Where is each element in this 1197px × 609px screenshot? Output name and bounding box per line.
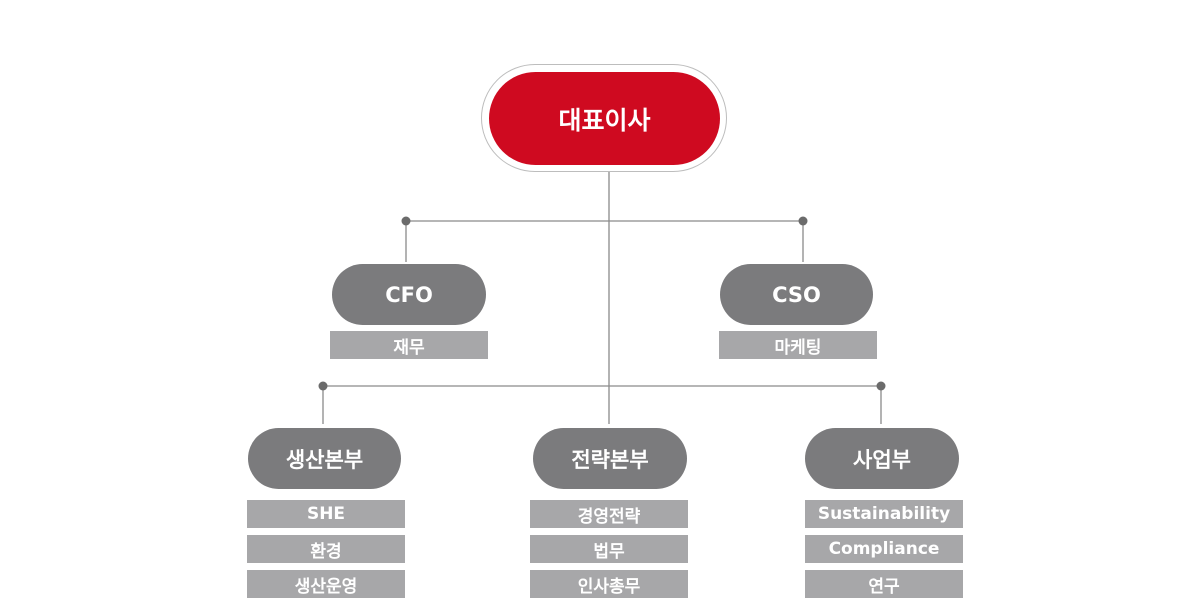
cso-tag-marketing: 마케팅 bbox=[719, 331, 877, 359]
cfo-node: CFO bbox=[332, 264, 486, 325]
production-tag-operations: 생산운영 bbox=[247, 570, 405, 598]
production-tag-she: SHE bbox=[247, 500, 405, 528]
strategy-tag-hr: 인사총무 bbox=[530, 570, 688, 598]
business-tag-research: 연구 bbox=[805, 570, 963, 598]
cso-dot bbox=[798, 216, 808, 226]
ceo-node: 대표이사 bbox=[489, 72, 720, 165]
strategy-node: 전략본부 bbox=[533, 428, 687, 489]
strategy-tag-legal: 법무 bbox=[530, 535, 688, 563]
cfo-tag-finance: 재무 bbox=[330, 331, 488, 359]
production-dot bbox=[318, 381, 328, 391]
business-dot bbox=[876, 381, 886, 391]
business-tag-sustainability: Sustainability bbox=[805, 500, 963, 528]
business-node: 사업부 bbox=[805, 428, 959, 489]
cfo-dot bbox=[401, 216, 411, 226]
production-node: 생산본부 bbox=[248, 428, 401, 489]
business-tag-compliance: Compliance bbox=[805, 535, 963, 563]
cso-node: CSO bbox=[720, 264, 873, 325]
strategy-tag-management: 경영전략 bbox=[530, 500, 688, 528]
production-tag-environment: 환경 bbox=[247, 535, 405, 563]
